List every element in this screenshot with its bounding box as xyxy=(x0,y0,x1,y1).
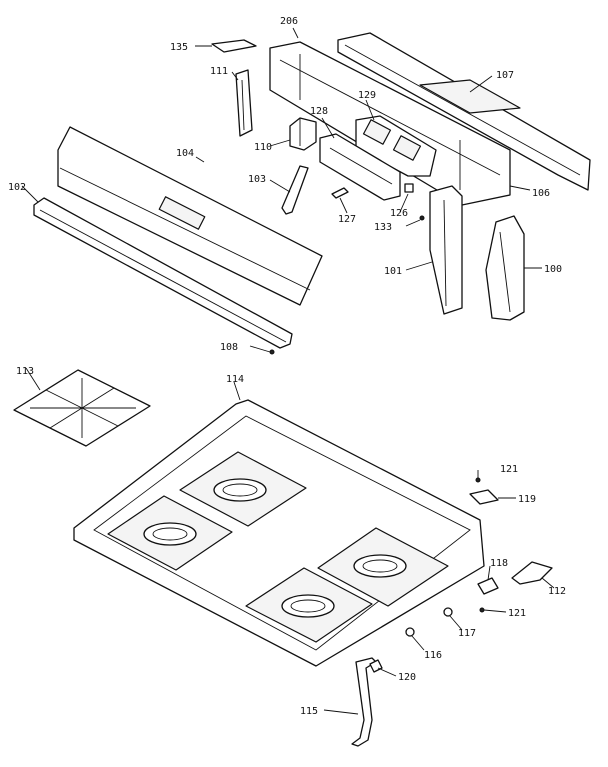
label-107: 107 xyxy=(496,70,514,81)
label-121-bottom: 121 xyxy=(508,608,526,619)
part-104-control-panel xyxy=(57,126,323,306)
part-labels: 206 135 111 107 129 128 110 104 103 106 … xyxy=(8,16,566,717)
part-113-grate xyxy=(13,369,151,447)
label-120: 120 xyxy=(398,672,416,683)
part-115-support-rod xyxy=(351,657,377,747)
label-121-top: 121 xyxy=(500,464,518,475)
label-106: 106 xyxy=(532,188,550,199)
part-127-knob xyxy=(331,187,349,199)
label-113: 113 xyxy=(16,366,34,377)
label-111: 111 xyxy=(210,66,228,77)
part-100-end-cap xyxy=(485,215,525,321)
part-118-clip xyxy=(477,577,499,595)
part-114-cooktop xyxy=(73,399,485,667)
part-128-faceplate xyxy=(319,133,401,201)
label-101: 101 xyxy=(384,266,402,277)
part-103-wire-bracket xyxy=(281,165,309,215)
label-117: 117 xyxy=(458,628,476,639)
part-111-left-bracket xyxy=(235,69,253,137)
part-108-screw xyxy=(269,349,275,355)
part-119-hinge-bracket xyxy=(469,489,499,505)
part-110-switch xyxy=(289,117,317,151)
label-118: 118 xyxy=(490,558,508,569)
label-135: 135 xyxy=(170,42,188,53)
label-129: 129 xyxy=(358,90,376,101)
label-206: 206 xyxy=(280,16,298,27)
part-102-lower-trim xyxy=(33,197,293,349)
part-121-screw-bottom xyxy=(479,607,485,613)
label-127: 127 xyxy=(338,214,356,225)
part-120-clip xyxy=(369,659,383,673)
part-116-nut xyxy=(405,627,415,637)
label-114: 114 xyxy=(226,374,244,385)
label-103: 103 xyxy=(248,174,266,185)
part-107-rear-trim xyxy=(337,32,591,191)
label-112: 112 xyxy=(548,586,566,597)
part-121-screw-top xyxy=(475,477,481,483)
part-101-right-bracket xyxy=(429,185,463,315)
leader-lines xyxy=(21,27,555,715)
label-119: 119 xyxy=(518,494,536,505)
label-104: 104 xyxy=(176,148,194,159)
label-102: 102 xyxy=(8,182,26,193)
part-126-lamp xyxy=(404,183,414,193)
part-117-nut xyxy=(443,607,453,617)
label-128: 128 xyxy=(310,106,328,117)
label-133: 133 xyxy=(374,222,392,233)
label-108: 108 xyxy=(220,342,238,353)
part-135-clip xyxy=(211,39,257,53)
label-110: 110 xyxy=(254,142,272,153)
label-126: 126 xyxy=(390,208,408,219)
part-112-hinge xyxy=(511,561,553,585)
label-115: 115 xyxy=(300,706,318,717)
label-116: 116 xyxy=(424,650,442,661)
label-100: 100 xyxy=(544,264,562,275)
part-133-screw xyxy=(419,215,425,221)
